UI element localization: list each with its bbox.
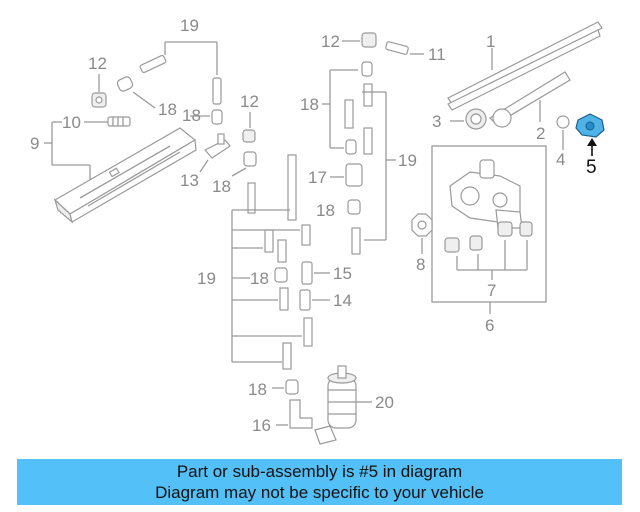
callout-18-a: 18 <box>158 100 177 119</box>
callout-6: 6 <box>485 316 494 335</box>
part-14-connector <box>299 289 311 311</box>
part-15-connector <box>301 261 313 285</box>
callout-16: 16 <box>252 416 271 435</box>
part-19-hose-bundle <box>247 154 313 370</box>
callout-4: 4 <box>556 150 565 169</box>
part-7-bushings <box>444 221 533 253</box>
callout-3: 3 <box>432 112 441 131</box>
part-1-wiper-blade <box>447 21 603 111</box>
callout-12-top: 12 <box>321 32 340 51</box>
callout-19-left: 19 <box>197 269 216 288</box>
callout-19-top: 19 <box>180 16 199 35</box>
part-16-elbow <box>289 399 313 429</box>
part-11-jet <box>385 41 409 55</box>
callout-9: 9 <box>30 134 39 153</box>
part-2-wiper-arm <box>489 71 571 128</box>
part-18-grommet-d <box>274 267 288 283</box>
callout-12-mid: 12 <box>240 92 259 111</box>
part-5-cap-highlighted[interactable] <box>575 113 605 138</box>
part-18-grommet-a <box>116 76 134 92</box>
banner-line-1: Part or sub-assembly is #5 in diagram <box>176 462 463 481</box>
callout-17: 17 <box>308 168 327 187</box>
callout-7: 7 <box>487 281 496 300</box>
callout-5: 5 <box>586 157 597 178</box>
part-4-washer <box>556 115 570 129</box>
callout-18-c: 18 <box>212 177 231 196</box>
callout-15: 15 <box>333 264 352 283</box>
callout-18-g: 18 <box>316 201 335 220</box>
part-18-grommet-b <box>211 109 223 125</box>
part-8-grommet <box>411 213 433 237</box>
part-12-elbow-mid <box>242 129 256 143</box>
banner-line-2: Diagram may not be specific to your vehi… <box>155 483 484 502</box>
part-10-nozzle <box>107 116 131 127</box>
callout-18-b: 18 <box>182 106 201 125</box>
callout-13: 13 <box>180 171 199 190</box>
callout-18-f: 18 <box>300 95 319 114</box>
callout-2: 2 <box>536 124 545 143</box>
part-12-elbow-top <box>361 32 377 48</box>
part-17-tee <box>345 163 363 187</box>
callout-8: 8 <box>416 255 425 274</box>
part-19-hose-a <box>139 54 222 105</box>
callout-18-d: 18 <box>250 269 269 288</box>
part-18-grommet-e <box>285 379 299 395</box>
callout-12-left: 12 <box>88 54 107 73</box>
info-banner: Part or sub-assembly is #5 in diagram Di… <box>17 459 622 505</box>
callout-19-right: 19 <box>398 151 417 170</box>
part-13-tee <box>204 133 231 159</box>
part-18-grommet-c <box>243 151 257 167</box>
part-12-elbow-left <box>91 92 107 108</box>
callout-11: 11 <box>428 45 446 64</box>
part-20-washer-pump <box>314 365 357 445</box>
callout-14: 14 <box>333 291 352 310</box>
part-19-hose-right <box>344 61 373 255</box>
part-9-washer-assembly <box>53 127 197 224</box>
callout-10: 10 <box>62 113 81 132</box>
callout-20: 20 <box>375 393 394 412</box>
part-3-nut-cap <box>465 108 487 130</box>
callout-18-e: 18 <box>248 380 267 399</box>
part-6-wiper-motor <box>449 159 523 229</box>
callout-1: 1 <box>486 32 495 51</box>
part-18-grommet-g <box>347 199 361 215</box>
